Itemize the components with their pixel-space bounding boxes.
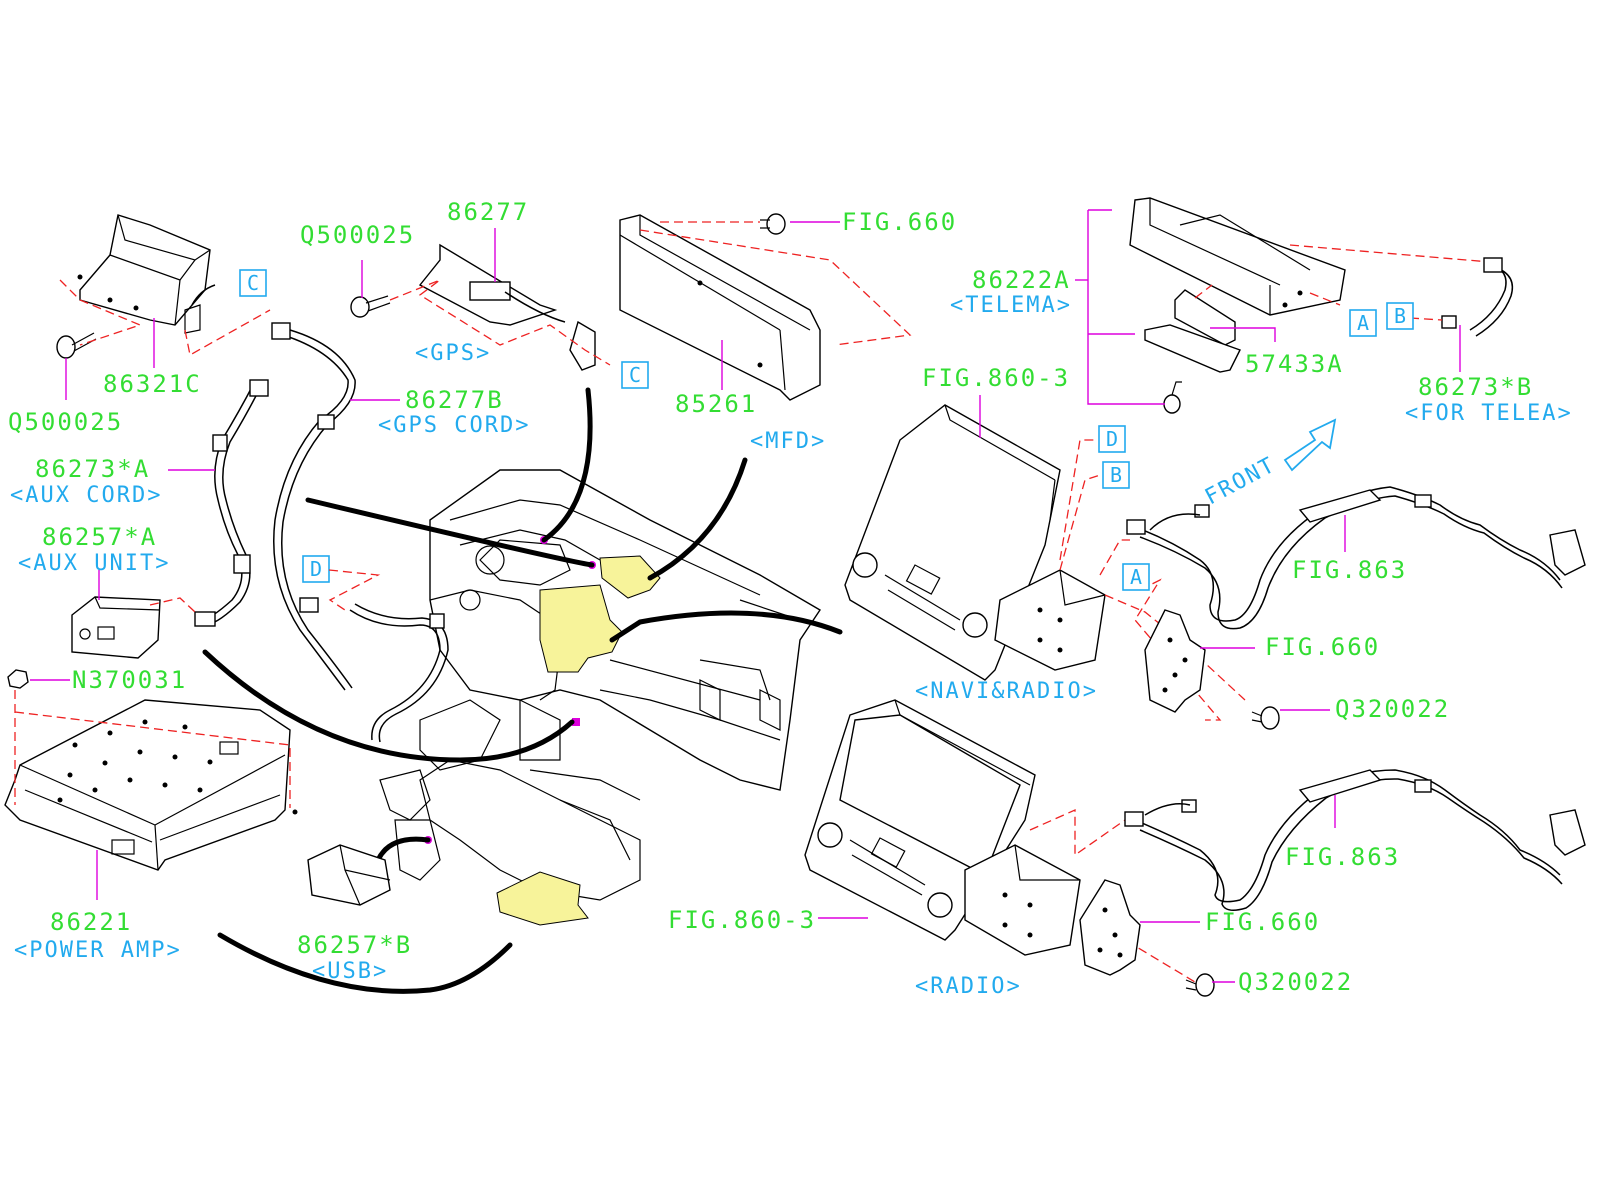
clip [1163, 381, 1182, 414]
part-number-86321c[interactable]: 86321C [103, 370, 202, 398]
part-number-fig8603-bot[interactable]: FIG.860-3 [668, 906, 816, 934]
location-dot [572, 718, 580, 726]
desc-radio: <RADIO> [915, 974, 1022, 999]
bracket-fig660-mid [1144, 609, 1206, 713]
part-number-fig8603-top[interactable]: FIG.860-3 [922, 364, 1070, 392]
part-number-q320022-top[interactable]: Q320022 [1335, 695, 1450, 723]
ref-box-a2-label: A [1357, 311, 1369, 335]
ref-box-b2-label: B [1394, 304, 1406, 328]
desc-for-telea: <FOR TELEA> [1405, 401, 1573, 426]
mfd-mount-highlight [599, 555, 661, 599]
ref-box-c2-label: C [629, 363, 641, 387]
desc-gps-cord: <GPS CORD> [378, 413, 530, 438]
harness-fig863-top [1126, 486, 1586, 630]
usb-86257b [307, 844, 391, 906]
ref-box-c1-label: C [247, 271, 259, 295]
aux-cord-86273a [194, 379, 269, 627]
part-number-86257b[interactable]: 86257*B [297, 931, 412, 959]
part-number-57433a[interactable]: 57433A [1245, 350, 1344, 378]
desc-aux-cord: <AUX CORD> [10, 483, 162, 508]
front-label: FRONT [1201, 452, 1280, 510]
gps-antenna-86277 [418, 243, 596, 371]
dashboard-assembly [202, 387, 843, 994]
ref-box-c2: C [621, 361, 649, 389]
telematics-86222a [1129, 197, 1346, 316]
bracket-fig660-bot [1079, 879, 1141, 976]
power-amp-86221 [4, 699, 298, 871]
ref-box-c1: C [239, 269, 267, 297]
gps-cord-86277b [271, 322, 449, 743]
ref-box-a2: A [1349, 309, 1377, 337]
part-number-fig863-bot[interactable]: FIG.863 [1285, 843, 1400, 871]
aux-unit-86257a [71, 596, 161, 659]
part-number-fig660-bot[interactable]: FIG.660 [1205, 908, 1320, 936]
console-highlight [496, 871, 589, 926]
mfd-85261 [619, 214, 821, 401]
desc-telema: <TELEMA> [950, 293, 1072, 318]
labels: Q500025 86321C 86273*A <AUX CORD> 86257*… [8, 198, 1573, 999]
screw-q320022-top [1251, 706, 1280, 730]
cord-86273b [1441, 257, 1514, 337]
bracket-plate [1144, 324, 1241, 373]
part-number-q320022-bot[interactable]: Q320022 [1238, 968, 1353, 996]
desc-usb: <USB> [312, 959, 388, 984]
part-number-86277[interactable]: 86277 [447, 198, 529, 226]
radio-unit [804, 699, 1081, 956]
module-86321c [77, 214, 216, 334]
part-number-86257a[interactable]: 86257*A [42, 523, 157, 551]
front-arrow [1283, 418, 1337, 472]
part-number-86273b[interactable]: 86273*B [1418, 373, 1533, 401]
ref-box-b1-label: B [1110, 463, 1122, 487]
ref-box-d1-label: D [310, 557, 322, 581]
navi-radio-unit [844, 404, 1106, 681]
part-number-86277b[interactable]: 86277B [405, 386, 504, 414]
ref-box-a1-label: A [1130, 565, 1142, 589]
leader-lines [30, 209, 1461, 983]
desc-gps: <GPS> [415, 341, 491, 366]
center-panel-highlight [539, 584, 623, 673]
desc-aux-unit: <AUX UNIT> [18, 551, 170, 576]
desc-mfd: <MFD> [750, 429, 826, 454]
part-number-q500025-top[interactable]: Q500025 [300, 221, 415, 249]
screw-q500025-top [350, 295, 391, 318]
part-number-fig863-top[interactable]: FIG.863 [1292, 556, 1407, 584]
ref-box-d2-label: D [1106, 427, 1118, 451]
insulator-57433a [1174, 289, 1236, 346]
ref-box-b1: B [1102, 461, 1130, 489]
part-number-q500025-left[interactable]: Q500025 [8, 408, 123, 436]
ref-box-a1: A [1122, 563, 1150, 591]
part-number-86273a[interactable]: 86273*A [35, 455, 150, 483]
desc-navi-radio: <NAVI&RADIO> [915, 679, 1098, 704]
ref-box-d1: D [302, 555, 330, 583]
screw-fig660-top [760, 213, 786, 235]
desc-power-amp: <POWER AMP> [14, 938, 182, 963]
part-number-n370031[interactable]: N370031 [72, 666, 187, 694]
part-number-86222a[interactable]: 86222A [972, 266, 1071, 294]
part-number-85261[interactable]: 85261 [675, 390, 757, 418]
screw-q320022-bot [1185, 973, 1215, 997]
ref-box-b2: B [1386, 302, 1414, 330]
part-number-fig660-mid[interactable]: FIG.660 [1265, 633, 1380, 661]
part-number-86221[interactable]: 86221 [50, 908, 132, 936]
nut-n370031 [7, 669, 29, 689]
part-number-fig660-top[interactable]: FIG.660 [842, 208, 957, 236]
ref-box-d2: D [1098, 425, 1126, 453]
screw-q500025-left [56, 332, 97, 359]
harness-fig863-bot [1124, 769, 1586, 911]
